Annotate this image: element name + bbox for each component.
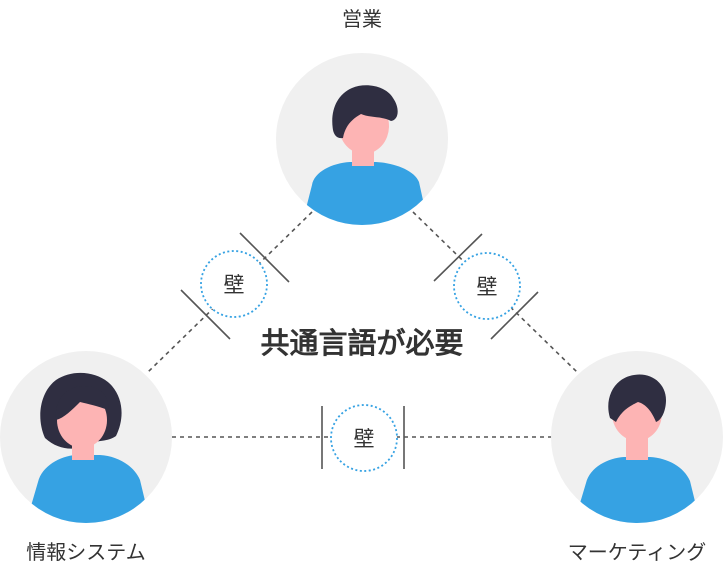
shirt	[300, 162, 430, 225]
shirt	[24, 455, 152, 523]
hair	[332, 85, 398, 139]
wall-top-right: 壁	[453, 252, 521, 320]
wall-ring	[453, 252, 521, 320]
label-right: マーケティング	[568, 540, 706, 564]
neck	[72, 444, 94, 460]
wall-bar-top-left-a	[239, 232, 290, 283]
wall-label: 壁	[224, 273, 245, 297]
shirt	[572, 457, 702, 523]
wall-bottom: 壁	[330, 404, 398, 472]
connector-lines	[147, 211, 578, 438]
label-top: 営業	[342, 7, 382, 31]
label-left: 情報システム	[26, 540, 145, 564]
wall-bar-top-right-a	[433, 233, 483, 282]
wall-label: 壁	[477, 275, 498, 299]
wall-ring	[330, 404, 398, 472]
person-right	[551, 351, 723, 523]
wall-bar-top-left-b	[180, 289, 231, 340]
wall-label: 壁	[354, 427, 375, 451]
person-left	[0, 351, 172, 523]
hair-front	[55, 386, 109, 420]
center-message: 共通言語が必要	[260, 326, 463, 360]
neck	[352, 150, 374, 166]
hair	[608, 374, 666, 422]
wall-top-left: 壁	[200, 250, 268, 318]
wall-bars	[180, 232, 539, 469]
person-top	[276, 53, 448, 225]
wall-bar-top-right-b	[490, 291, 539, 340]
wall-ring	[200, 250, 268, 318]
